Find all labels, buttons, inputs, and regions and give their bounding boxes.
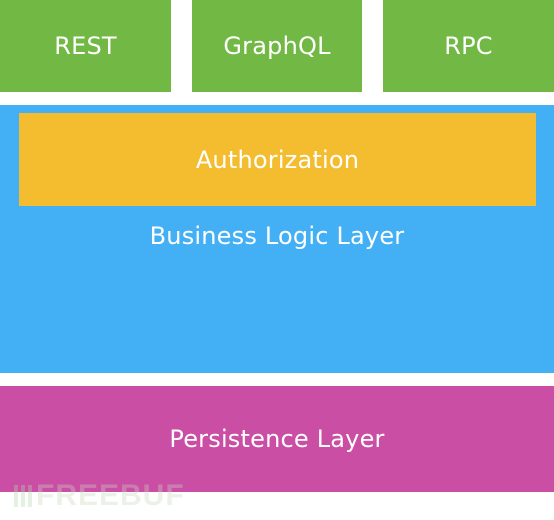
api-block-graphql: GraphQL — [192, 0, 362, 92]
watermark-logo-icon — [14, 485, 32, 507]
watermark-text: FREEBUF — [36, 479, 185, 512]
authorization-block: Authorization — [19, 113, 536, 206]
watermark: FREEBUF — [14, 476, 185, 516]
api-block-rest: REST — [0, 0, 171, 92]
persistence-layer: Persistence Layer — [0, 386, 554, 492]
business-logic-layer-label: Business Logic Layer — [149, 222, 405, 250]
api-block-rpc: RPC — [383, 0, 554, 92]
